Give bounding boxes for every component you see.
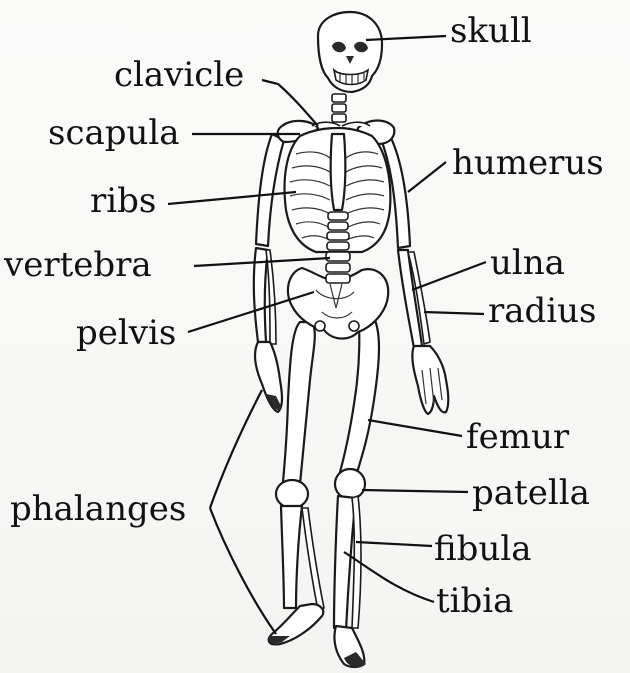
left-knee — [276, 480, 308, 508]
label-ulna: ulna — [490, 246, 565, 280]
sternum — [331, 134, 346, 210]
leader-patella — [362, 490, 468, 492]
label-fibula: fibula — [434, 532, 531, 566]
leader-ulna — [412, 262, 486, 290]
label-ribs: ribs — [90, 184, 156, 218]
right-hand — [412, 346, 448, 414]
leader-femur — [368, 420, 462, 436]
left-fibula — [302, 508, 324, 610]
leader-radius — [424, 312, 484, 314]
leader-phalanges-lower — [210, 508, 276, 634]
left-femur — [283, 322, 315, 484]
label-vertebra: vertebra — [4, 248, 152, 282]
label-skull: skull — [450, 14, 532, 48]
label-phalanges: phalanges — [10, 492, 186, 526]
spine — [326, 212, 350, 283]
label-scapula: scapula — [48, 116, 180, 150]
leader-phalanges-upper — [210, 390, 262, 508]
leader-ribs — [168, 192, 296, 204]
leader-fibula — [356, 542, 432, 546]
left-humerus — [256, 134, 284, 246]
leader-humerus — [408, 162, 446, 192]
label-radius: radius — [488, 294, 597, 328]
leader-clavicle — [262, 80, 318, 126]
right-knee — [335, 469, 365, 499]
label-humerus: humerus — [452, 146, 604, 180]
label-femur: femur — [466, 420, 569, 454]
label-clavicle: clavicle — [114, 58, 244, 92]
label-pelvis: pelvis — [76, 316, 176, 350]
left-tibia — [281, 506, 302, 608]
label-patella: patella — [472, 476, 590, 510]
label-tibia: tibia — [436, 584, 513, 618]
